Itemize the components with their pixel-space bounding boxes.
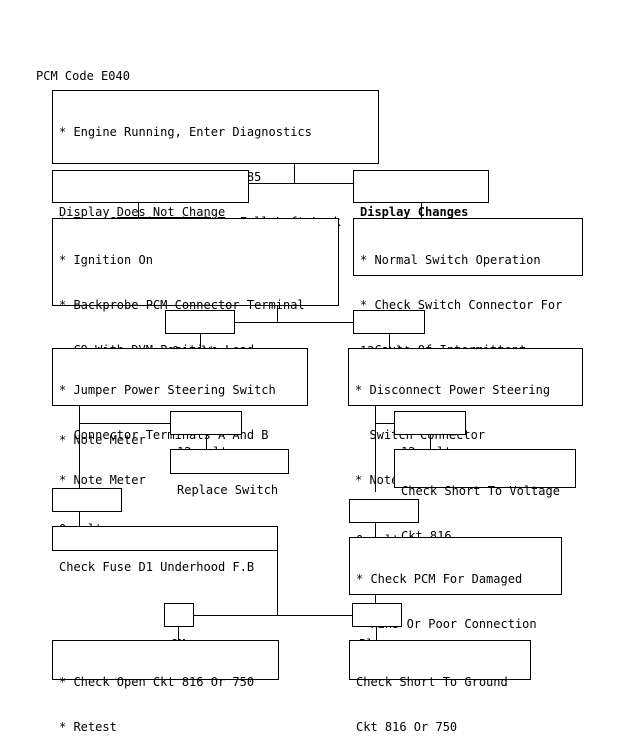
jumper-power-steering-box: * Jumper Power Steering Switch Connector… — [52, 348, 308, 487]
ignition-line-5: * Note Meter — [59, 433, 146, 447]
short-voltage-line-1: Check Short To Voltage — [401, 484, 560, 498]
connector-zero-volts-b-stem — [79, 512, 80, 526]
jumper-line-3: * Note Meter — [59, 473, 146, 487]
check-fuse-box: Check Fuse D1 Underhood F.B — [52, 526, 278, 574]
connector-no-change-stem — [138, 203, 139, 218]
connector-zero-volts-a-stem — [200, 334, 201, 348]
no-change-underlined: Does Not Change — [116, 205, 226, 219]
connector-changes-stem — [421, 203, 422, 218]
ignition-line-1: * Ignition On — [59, 253, 153, 267]
connector-jumper-to-12v — [79, 423, 174, 424]
connector-start-stem — [294, 164, 295, 183]
blown-label-box: Blown — [352, 603, 402, 651]
ok-label-box: OK — [164, 603, 194, 651]
connector-ok-stem — [178, 627, 179, 640]
ignition-line-2: * Backprobe PCM Connector Terminal — [59, 298, 305, 312]
disconnect-line-2: Switch Connector — [355, 428, 486, 442]
replace-switch-text: Replace Switch — [177, 483, 279, 497]
check-short-to-voltage-box: Check Short To Voltage Ckt 816 — [394, 449, 576, 543]
disconnect-power-steering-box: * Disconnect Power Steering Switch Conne… — [348, 348, 583, 487]
check-open-ckt-box: * Check Open Ckt 816 Or 750 * Retest — [52, 640, 279, 734]
check-fuse-text: Check Fuse D1 Underhood F.B — [59, 560, 255, 574]
page-title: PCM Code E040 — [36, 69, 130, 83]
twelve-volts-label-a: 12 volts — [353, 310, 425, 358]
zero-volts-label-b: 0 volts — [52, 488, 122, 536]
connector-disconnect-spine — [375, 406, 376, 492]
connector-check-fuse-stem — [277, 551, 278, 615]
twelve-volts-label-b: 12 volts — [170, 411, 242, 459]
ignition-on-step-box: * Ignition On * Backprobe PCM Connector … — [52, 218, 339, 447]
check-short-to-ground-box: Check Short To Ground Ckt 816 Or 750 — [349, 640, 531, 734]
short-ground-line-1: Check Short To Ground — [356, 675, 508, 689]
check-open-line-2: * Retest — [59, 720, 117, 734]
display-changes-box: Display Changes Hi "0" Or Lo "0" — [353, 170, 489, 264]
changes-line-1: Display Changes — [360, 205, 469, 219]
normal-switch-operation-box: * Normal Switch Operation * Check Switch… — [353, 218, 583, 357]
no-change-prefix: Display — [59, 205, 117, 219]
normal-switch-line-1: * Normal Switch Operation — [360, 253, 541, 267]
jumper-line-1: * Jumper Power Steering Switch — [59, 383, 276, 397]
connector-blown-stem — [376, 627, 377, 640]
connector-twelve-volts-c-stem — [430, 435, 431, 449]
connector-twelve-volts-b-stem — [206, 435, 207, 449]
normal-switch-line-2: * Check Switch Connector For — [360, 298, 563, 312]
disconnect-line-1: * Disconnect Power Steering — [355, 383, 551, 397]
no-change-line-1: Display Does Not Change — [59, 205, 243, 220]
check-pcm-line-1: * Check PCM For Damaged — [356, 572, 523, 586]
replace-switch-box: Replace Switch — [170, 449, 289, 497]
short-ground-line-2: Ckt 816 Or 750 — [356, 720, 458, 734]
zero-volts-label-c: 0 volts — [349, 499, 419, 547]
connector-zero-volts-c-stem — [375, 523, 376, 537]
check-open-line-1: * Check Open Ckt 816 Or 750 — [59, 675, 255, 689]
connector-jumper-spine — [79, 406, 80, 488]
start-step-box: * Engine Running, Enter Diagnostics * Se… — [52, 90, 379, 274]
connector-twelve-volts-a-stem — [389, 334, 390, 348]
display-does-not-change-box: Display Does Not Change Hi "0" Or Lo "0" — [52, 170, 249, 264]
connector-ignition-stem — [277, 306, 278, 322]
start-step-line-1: * Engine Running, Enter Diagnostics — [59, 125, 312, 139]
connector-ok-blown-bar — [193, 615, 356, 616]
twelve-volts-label-c: 12 volts — [394, 411, 466, 459]
zero-volts-label-a: 0 volts — [165, 310, 235, 358]
connector-split-bar-2 — [200, 322, 355, 323]
connector-disconnect-to-12v — [375, 423, 397, 424]
check-pcm-damaged-pins-box: * Check PCM For Damaged Pins Or Poor Con… — [349, 537, 562, 676]
